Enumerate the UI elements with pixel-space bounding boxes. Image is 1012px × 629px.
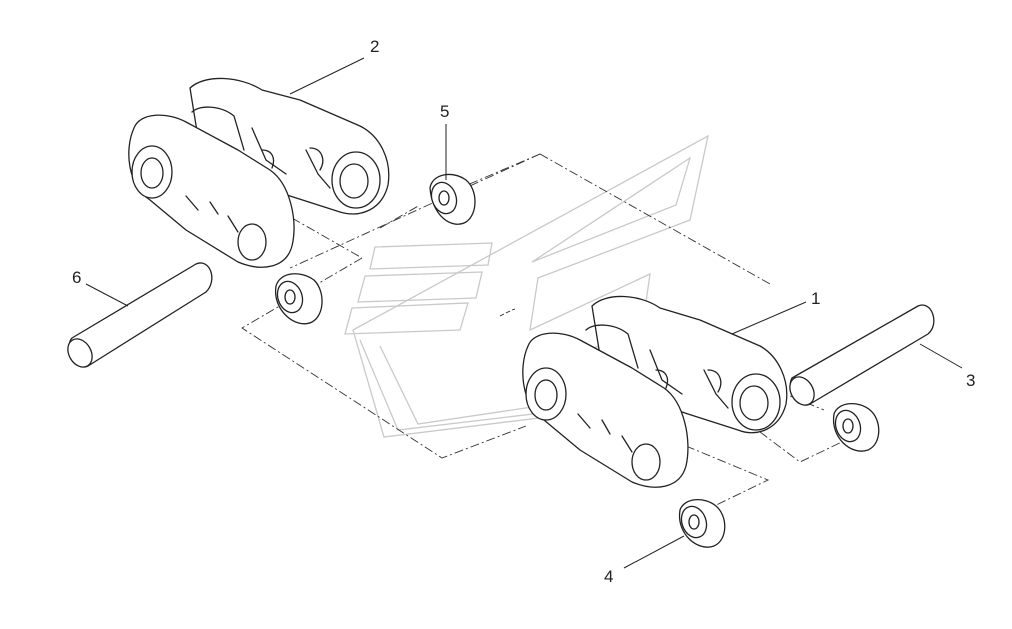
pin-left (67, 262, 213, 368)
callout-2: 2 (370, 37, 379, 56)
callout-3: 3 (966, 371, 975, 390)
bushing-left (275, 273, 323, 325)
leader-lines (85, 57, 963, 569)
pin-right (789, 304, 935, 406)
bushing-upper (429, 173, 476, 225)
bushing-right (832, 403, 880, 452)
callout-6: 6 (72, 268, 81, 287)
callout-5: 5 (440, 102, 449, 121)
callout-labels: 1 2 3 4 5 6 (72, 37, 975, 586)
track-link-lower (499, 295, 788, 488)
track-link-upper (128, 77, 390, 268)
callout-4: 4 (604, 567, 613, 586)
callout-1: 1 (811, 289, 820, 308)
bushing-lower (678, 499, 726, 548)
